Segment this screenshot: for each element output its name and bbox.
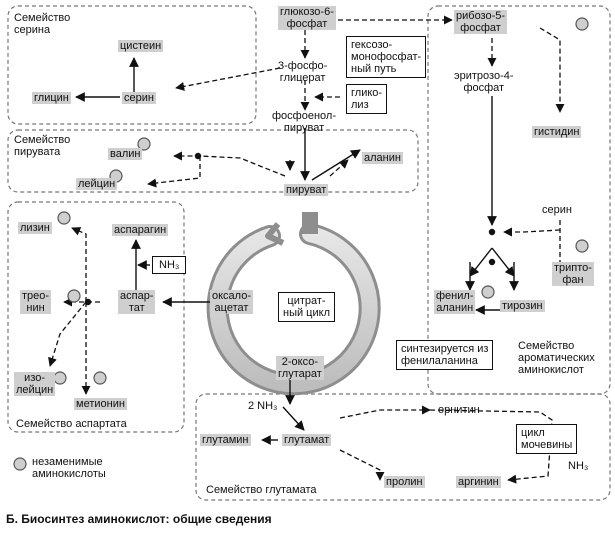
aspartate-family-label: Семейство аспартата [16,418,127,430]
proline-node: пролин [384,476,425,488]
pyruvate-family-region [7,129,419,193]
family-regions [7,5,611,501]
serine-input-label: серин [542,204,572,216]
nh3-aspartate-label: NH₃ [152,256,187,274]
urea-cycle-box: цикл мочевины [516,424,578,454]
serine-node: серин [122,92,156,104]
serine-family-label: Семейство серина [14,12,71,36]
phenylalanine-node: фенил- аланин [434,290,476,314]
oxaloacetate-node: оксало- ацетат [210,290,253,314]
glycolysis-box: глико- лиз [346,84,388,114]
glucose-6-phosphate-node: глюкозо-6- фосфат [278,6,336,30]
leucine-node: лейцин [76,178,118,190]
aspartate-node: аспар- тат [118,290,156,314]
citrate-cycle-box: цитрат- ный цикл [278,292,335,322]
methionine-node: метионин [74,398,127,410]
ribose-5-phosphate-node: рибозо-5- фосфат [454,10,508,34]
serine-family-region [7,5,257,125]
branch-points [84,152,496,306]
aspartate-family-region [7,201,185,433]
essential-marker-valine [137,137,151,151]
essential-marker-tryptophan [575,239,589,253]
glutamate-node: глутамат [282,434,332,446]
essential-marker-methionine [93,371,107,385]
2nh3-glutamate-label: 2 NH₃ [248,400,278,412]
tyrosine-node: тирозин [500,300,545,312]
aromatic-family-label: Семейство ароматических аминокислот [518,340,595,376]
solid-arrows [75,57,519,445]
essential-marker-phenylalanine [481,285,495,299]
phosphoenolpyruvate-node: фосфоенол- пируват [272,110,336,134]
glycine-node: глицин [32,92,71,104]
glutamine-node: глутамин [200,434,251,446]
isoleucine-node: изо- лейцин [14,372,56,396]
essential-marker-lysine [57,211,71,225]
phenylalanine-note-box: синтезируется из фенилаланина [396,340,494,370]
erythrose-4-phosphate-node: эритрозо-4- фосфат [454,70,514,94]
3-phosphoglycerate-node: 3-фосфо- глицерат [278,60,328,84]
pyruvate-family-label: Семейство пирувата [14,134,71,158]
arginine-node: аргинин [456,476,501,488]
valine-node: валин [108,148,143,160]
cysteine-node: цистеин [118,40,164,52]
legend-essential-amino-acids: незаменимые аминокислоты [32,456,106,480]
nh3-arginine-label: NH₃ [568,460,589,472]
asparagine-node: аспарагин [112,224,169,236]
tryptophan-node: трипто- фан [552,262,594,286]
lysine-node: лизин [18,222,52,234]
2-oxoglutarate-node: 2-оксо- глутарат [276,356,324,380]
glutamate-family-label: Семейство глутамата [206,484,317,496]
threonine-node: трео- нин [20,290,52,314]
aromatic-family-region [427,5,611,395]
ornithine-node: орнитин [438,404,480,416]
essential-marker-legend [13,457,27,471]
figure-caption: Б. Биосинтез аминокислот: общие сведения [6,512,272,526]
alanine-node: аланин [362,152,403,164]
pyruvate-node: пируват [284,184,329,196]
citrate-cycle-ring [206,212,381,396]
histidine-node: гистидин [532,126,582,138]
hexose-monophosphate-pathway-box: гексозо- монофосфат- ный путь [346,36,427,78]
essential-marker-isoleucine [53,371,67,385]
essential-marker-threonine [67,289,81,303]
glutamate-family-region [195,393,611,501]
essential-marker-histidine [575,17,589,31]
